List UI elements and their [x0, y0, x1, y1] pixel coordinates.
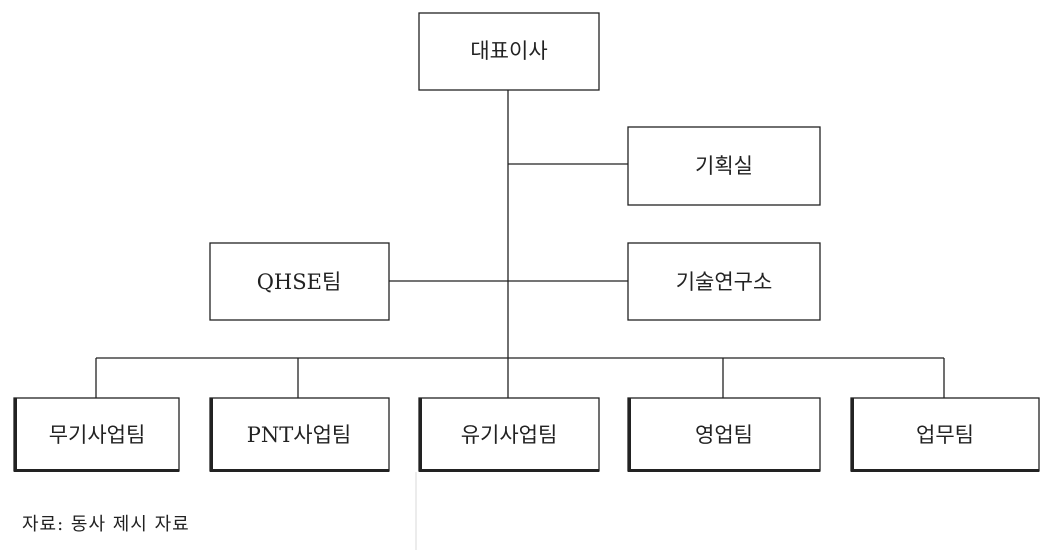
- team-label: 무기사업팀: [49, 423, 146, 447]
- team-box-1: 무기사업팀: [13, 397, 180, 472]
- planning-office-box: 기획실: [627, 126, 821, 206]
- team-box-2: PNT사업팀: [209, 397, 390, 472]
- team-label: PNT사업팀: [247, 423, 351, 447]
- ceo-box: 대표이사: [418, 12, 600, 91]
- team-label: 영업팀: [695, 423, 753, 447]
- team-box-5: 업무팀: [850, 397, 1040, 472]
- research-lab-label: 기술연구소: [676, 270, 773, 294]
- qhse-team-label: QHSE팀: [257, 270, 342, 294]
- research-lab-box: 기술연구소: [627, 242, 821, 321]
- source-note: 자료: 동사 제시 자료: [22, 514, 190, 535]
- planning-office-label: 기획실: [695, 154, 753, 178]
- connector-lines: [95, 90, 945, 398]
- team-box-3: 유기사업팀: [418, 397, 600, 472]
- qhse-team-box: QHSE팀: [209, 242, 390, 321]
- team-box-4: 영업팀: [627, 397, 821, 472]
- team-label: 업무팀: [916, 423, 974, 447]
- team-label: 유기사업팀: [461, 423, 558, 447]
- ceo-label: 대표이사: [470, 39, 547, 63]
